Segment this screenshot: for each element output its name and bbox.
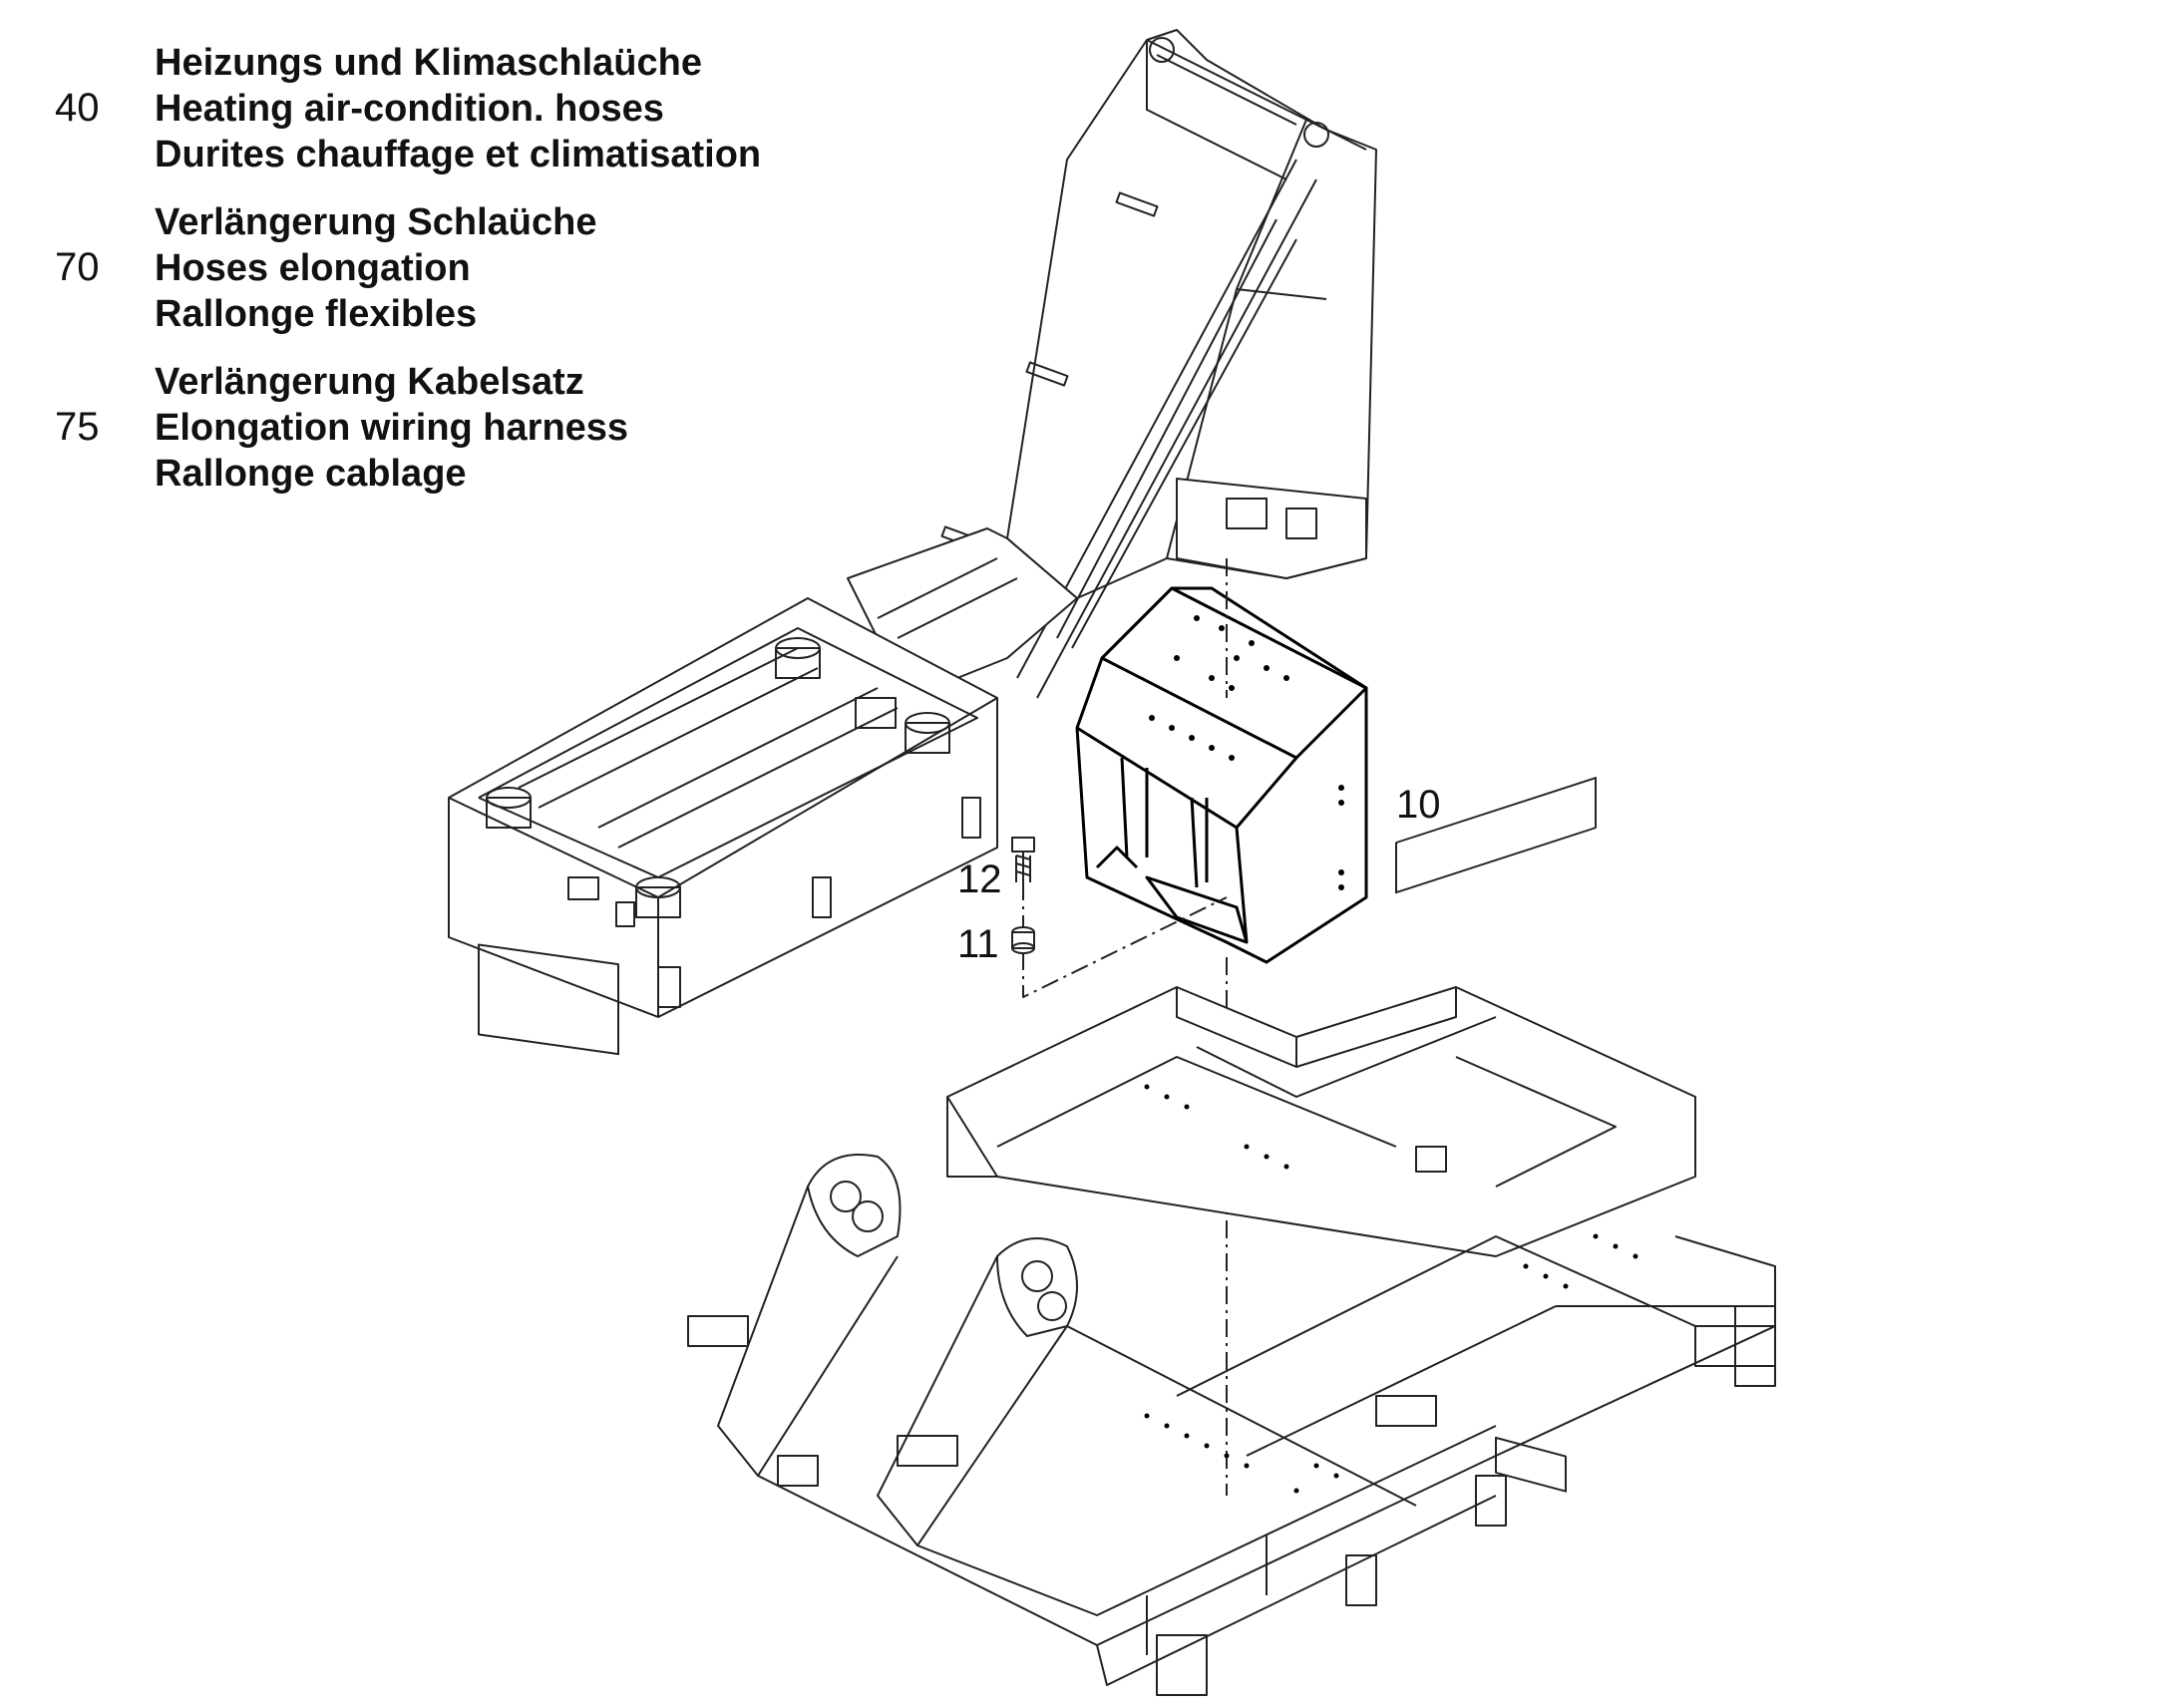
legend-label-en: Hoses elongation	[155, 247, 471, 289]
legend-label-en: Elongation wiring harness	[155, 407, 629, 449]
counterweight-frame	[448, 597, 998, 1056]
legend-label-en: Heating air-condition. hoses	[155, 88, 664, 130]
legend-label-de: Verlängerung Kabelsatz	[155, 361, 584, 403]
legend-label-fr: Durites chauffage et climatisation	[155, 134, 762, 175]
main-chassis	[687, 777, 1776, 1696]
legend-number: 40	[55, 86, 100, 130]
chassis-holes	[1144, 1084, 1638, 1494]
callout-part-10: 10	[1396, 783, 1441, 827]
boom-arm	[847, 29, 1377, 699]
callout-part-12: 12	[957, 857, 1002, 901]
legend-label-de: Verlängerung Schlaüche	[155, 201, 597, 243]
part-11-nut	[1011, 926, 1035, 954]
legend-number: 75	[55, 405, 100, 449]
callout-part-11: 11	[957, 922, 999, 966]
legend-label-de: Heizungs und Klimaschlaüche	[155, 42, 702, 84]
box-holes	[1149, 615, 1344, 890]
part-10-housing	[1075, 586, 1368, 964]
part-12-screw	[1011, 837, 1035, 882]
legend-number: 70	[55, 245, 100, 289]
legend-label-fr: Rallonge cablage	[155, 453, 467, 495]
legend-label-fr: Rallonge flexibles	[155, 293, 478, 335]
